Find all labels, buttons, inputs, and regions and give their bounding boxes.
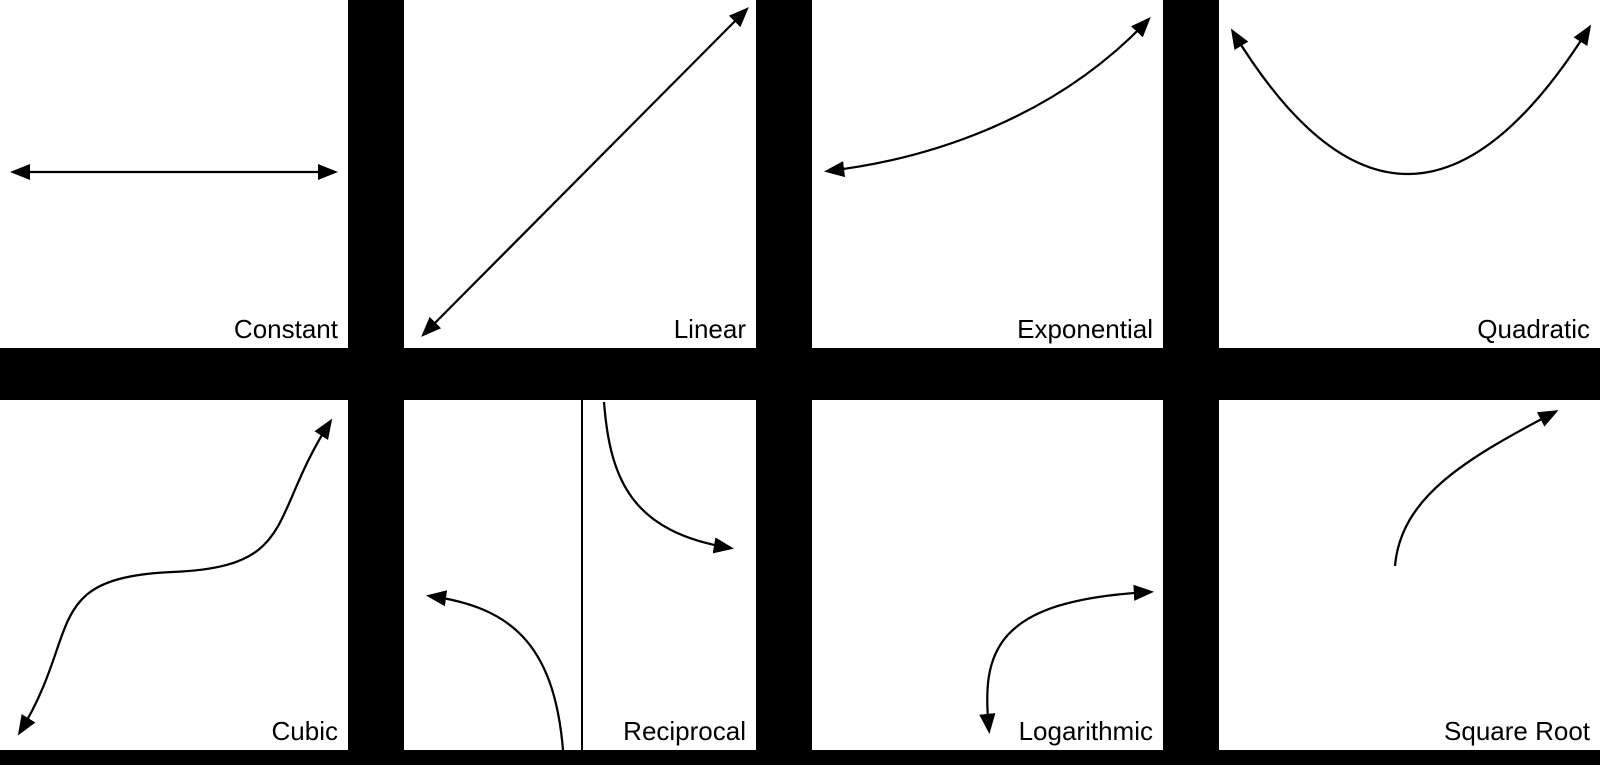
curve-path-upper-branch	[602, 401, 734, 554]
exponential-curve	[823, 17, 1151, 178]
curve-path	[1393, 410, 1559, 567]
panel-label: Quadratic	[1477, 314, 1590, 345]
constant-curve	[9, 163, 339, 181]
curve-path	[1230, 24, 1592, 176]
panel-label: Linear	[673, 314, 746, 345]
panel-linear: Linear	[404, 0, 756, 348]
panel-exponential: Exponential	[812, 0, 1163, 348]
curve-path	[421, 7, 749, 337]
panel-reciprocal: Reciprocal	[404, 400, 756, 750]
panel-label: Cubic	[271, 716, 338, 747]
linear-curve	[421, 7, 749, 337]
panel-logarithmic: Logarithmic	[812, 400, 1163, 750]
panel-square-root: Square Root	[1219, 400, 1600, 750]
curve-path	[17, 418, 333, 736]
square-root-curve	[1393, 410, 1559, 567]
logarithmic-curve	[979, 584, 1155, 735]
cubic-curve	[17, 418, 333, 736]
panel-cubic: Cubic	[0, 400, 348, 750]
reciprocal-curve	[425, 400, 734, 750]
panel-label: Reciprocal	[623, 716, 746, 747]
panel-constant: Constant	[0, 0, 348, 348]
panel-label: Logarithmic	[1018, 716, 1153, 747]
curve-path	[979, 584, 1155, 735]
quadratic-curve	[1230, 24, 1592, 176]
curve-path	[823, 17, 1151, 178]
panel-label: Constant	[233, 314, 338, 345]
panel-label: Square Root	[1444, 716, 1590, 747]
panel-label: Exponential	[1017, 314, 1153, 345]
panel-quadratic: Quadratic	[1219, 0, 1600, 348]
curve-path-lower-branch	[425, 590, 565, 750]
